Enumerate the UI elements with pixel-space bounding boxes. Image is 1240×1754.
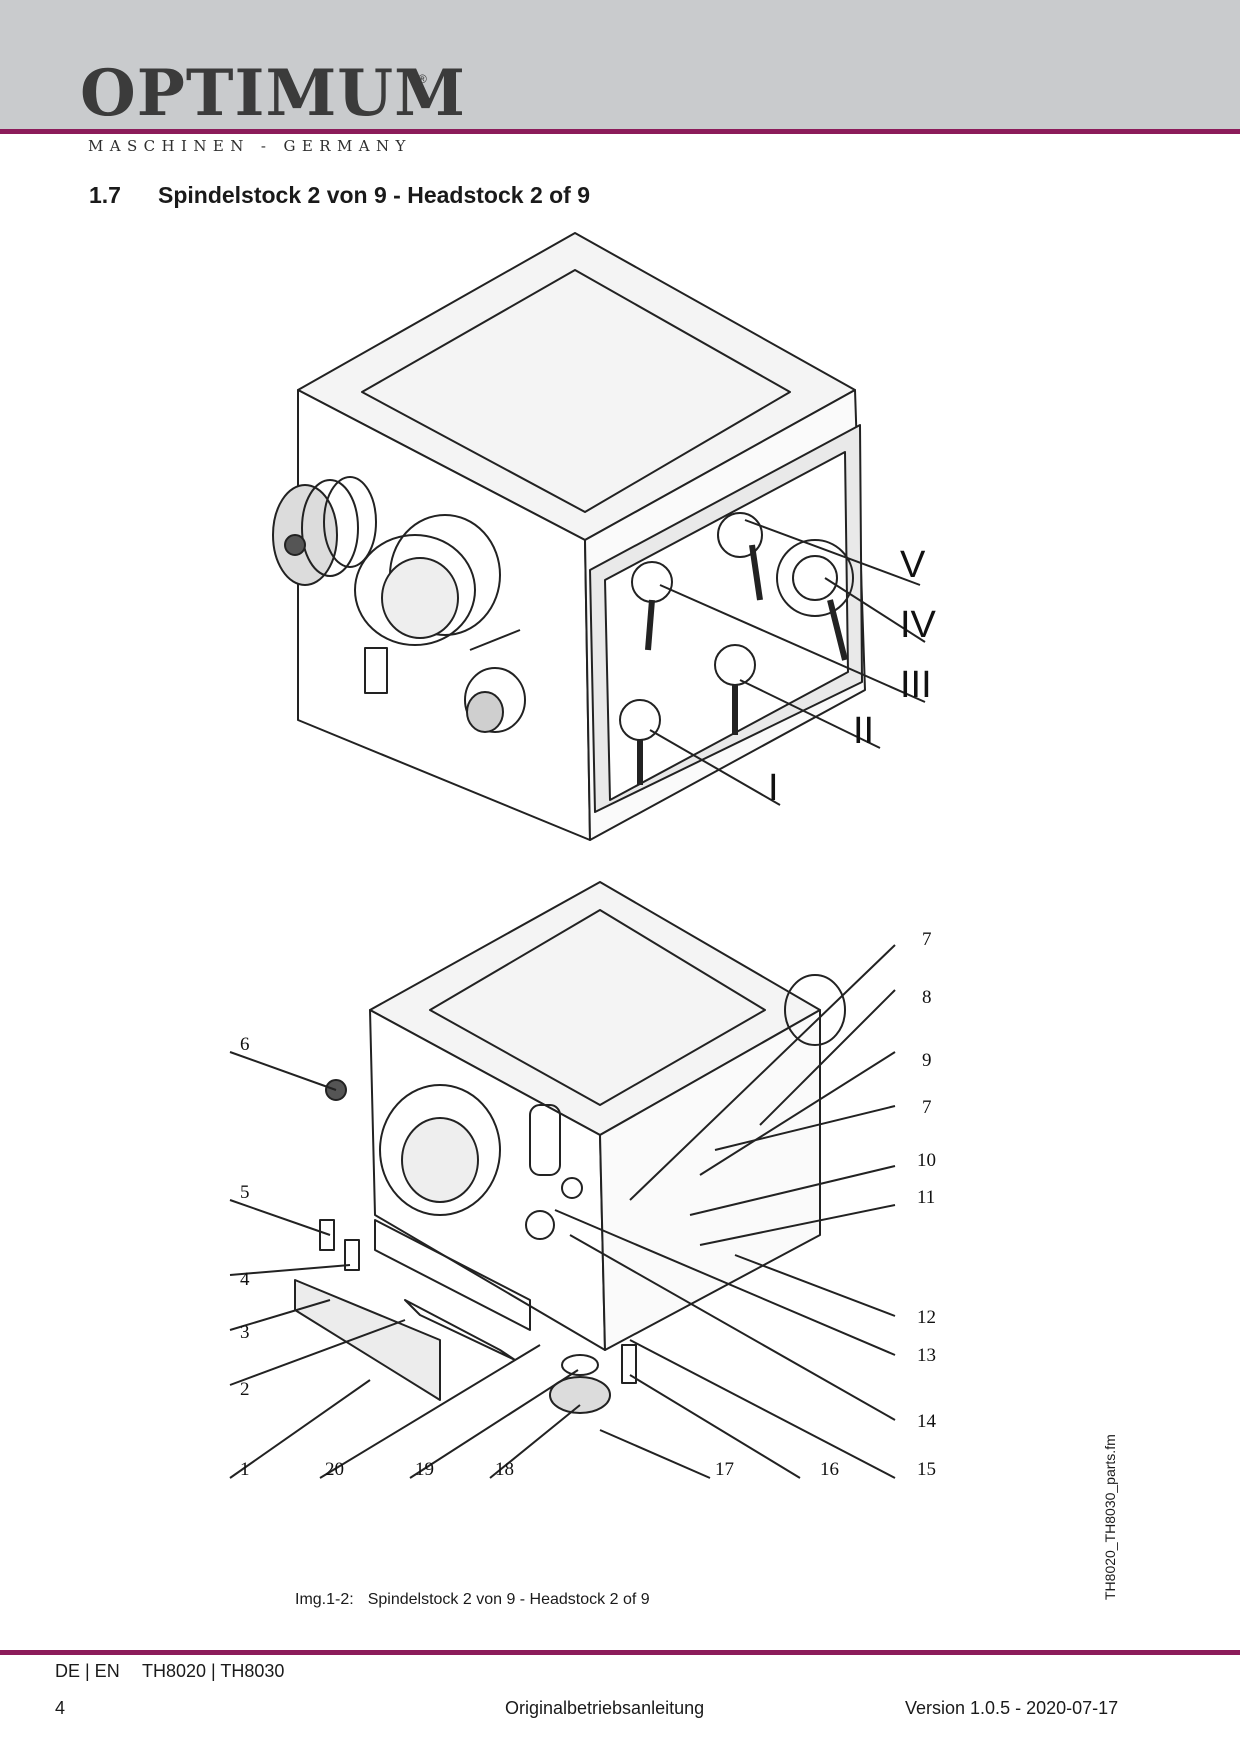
callout-11: 11 xyxy=(917,1187,935,1208)
callout-6: 6 xyxy=(240,1034,250,1055)
callout-1: 1 xyxy=(240,1459,250,1480)
callout-12: 12 xyxy=(917,1307,936,1328)
callout-18: 18 xyxy=(495,1459,514,1480)
footer-models: TH8020 | TH8030 xyxy=(142,1661,285,1681)
footer-rule xyxy=(0,1650,1240,1655)
callout-15: 15 xyxy=(917,1459,936,1480)
callout-2: 2 xyxy=(240,1379,250,1400)
registered-mark: ® xyxy=(418,72,427,86)
callout-13: 13 xyxy=(917,1345,936,1366)
callout-14: 14 xyxy=(917,1411,937,1432)
page-number: 4 xyxy=(55,1698,66,1718)
label-II: II xyxy=(853,710,874,752)
side-filename: TH8020_TH8030_parts.fm xyxy=(1102,1434,1118,1600)
header-band xyxy=(0,0,1240,130)
callout-10: 10 xyxy=(917,1150,936,1171)
headstock-lower-view xyxy=(229,881,896,1479)
caption-text: Spindelstock 2 von 9 - Headstock 2 of 9 xyxy=(367,1591,650,1608)
figure-caption: Img.1-2: Spindelstock 2 von 9 - Headstock… xyxy=(295,1591,650,1609)
section-title: Spindelstock 2 von 9 - Headstock 2 of 9 xyxy=(158,182,591,208)
header-rule xyxy=(0,129,1240,134)
label-IV: IV xyxy=(900,604,937,646)
headstock-upper-view xyxy=(272,232,926,841)
label-V: V xyxy=(900,544,926,586)
callout-17: 17 xyxy=(715,1459,734,1480)
label-III: III xyxy=(900,664,932,706)
callout-8: 8 xyxy=(922,987,932,1008)
caption-label: Img.1-2: xyxy=(295,1591,354,1608)
label-I: I xyxy=(768,767,779,809)
callout-4: 4 xyxy=(240,1269,250,1290)
footer-languages: DE | EN xyxy=(55,1661,120,1681)
footer-version: Version 1.0.5 - 2020-07-17 xyxy=(905,1698,1119,1718)
callout-3: 3 xyxy=(240,1322,250,1343)
section-heading: 1.7 Spindelstock 2 von 9 - Headstock 2 of… xyxy=(89,182,590,209)
logo-subtitle: MASCHINEN - GERMANY xyxy=(88,137,412,155)
footer-document-title: Originalbetriebsanleitung xyxy=(505,1698,705,1718)
callout-7a: 7 xyxy=(922,929,932,950)
optimum-logo: OPTIMUM xyxy=(80,56,466,131)
callout-9: 9 xyxy=(922,1050,932,1071)
callout-19: 19 xyxy=(415,1459,434,1480)
callout-20: 20 xyxy=(325,1459,344,1480)
callout-5: 5 xyxy=(240,1182,250,1203)
section-number: 1.7 xyxy=(89,182,121,208)
callout-7b: 7 xyxy=(922,1097,932,1118)
callout-16: 16 xyxy=(820,1459,839,1480)
